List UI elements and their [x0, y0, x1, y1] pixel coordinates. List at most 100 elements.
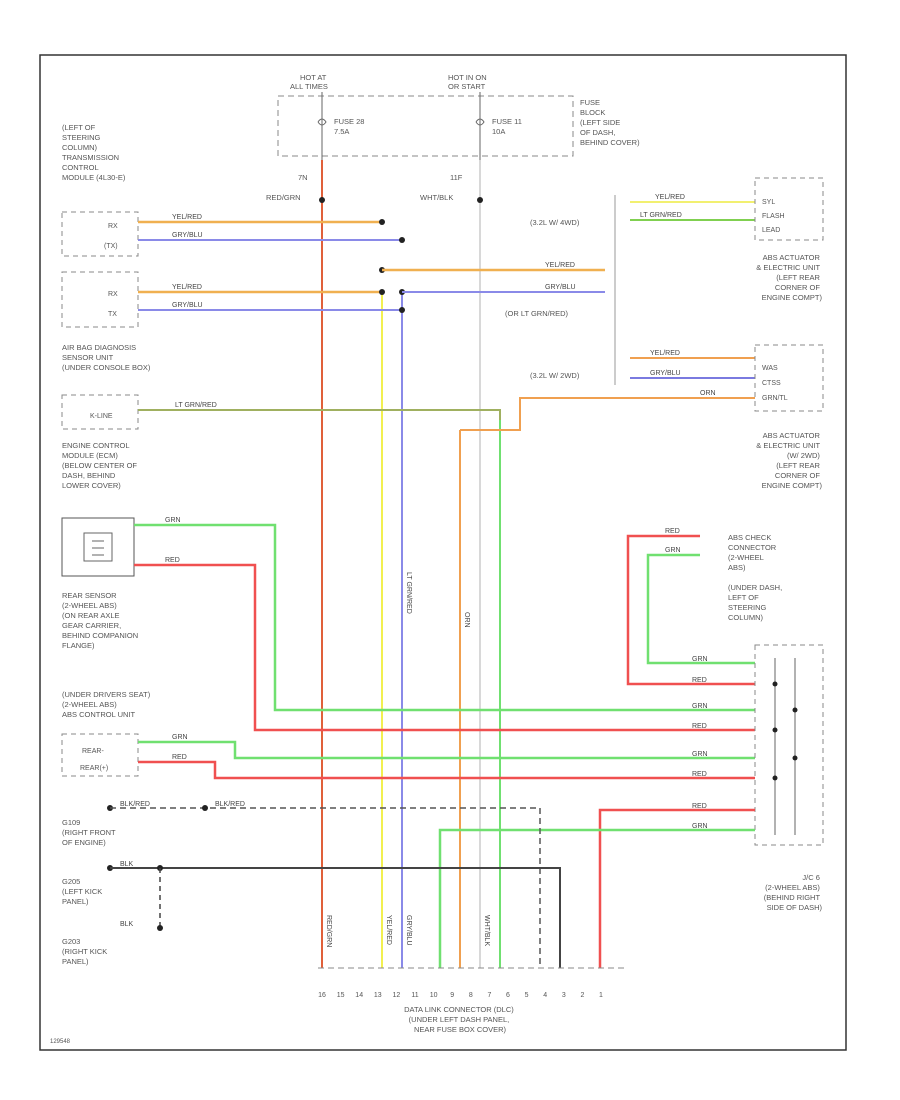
- dlc-wire-label-red-grn: RED/GRN: [325, 915, 332, 947]
- abs-actuator-4wd-label: ABS ACTUATOR & ELECTRIC UNIT (LEFT REAR …: [756, 253, 822, 302]
- g203-label: G203 (RIGHT KICK PANEL): [62, 937, 109, 966]
- dlc-pin-10: 10: [430, 992, 438, 999]
- actuator-2wd-pins: WAS CTSS GRN/TL: [762, 365, 788, 402]
- flash-connector: [754, 177, 824, 241]
- wire-jc-red-dlc: [598, 808, 755, 968]
- vertical-wires: [321, 160, 501, 968]
- jc6-dots: [772, 681, 798, 781]
- ecm-box: [61, 517, 135, 577]
- airbag-pin-kline: K-LINE: [90, 413, 113, 420]
- dlc-pin-13: 13: [374, 992, 382, 999]
- dlc-pin-8: 8: [469, 992, 473, 999]
- dlc-pin-1: 1: [599, 992, 603, 999]
- tcm2-connector: [61, 271, 139, 328]
- dlc-pin-12: 12: [393, 992, 401, 999]
- wire-label-act-yel-red: YEL/RED: [545, 262, 575, 269]
- wire-label-airbag-lt-grn: LT GRN/RED: [175, 402, 217, 409]
- wire-jc-grn-dlc: [438, 828, 755, 968]
- wire-label-g205: BLK: [120, 861, 134, 868]
- jc-label-grn-3: GRN: [692, 751, 708, 758]
- jc6-connector: [754, 644, 824, 846]
- fuse-block-location: FUSE BLOCK (LEFT SIDE OF DASH, BEHIND CO…: [580, 98, 640, 147]
- tcm2-pin-rx: RX: [108, 291, 118, 298]
- airbag-label: AIR BAG DIAGNOSIS SENSOR UNIT (UNDER CON…: [62, 343, 151, 372]
- jc-label-grn-4: GRN: [692, 823, 708, 830]
- dlc-pin-15: 15: [337, 992, 345, 999]
- tcm-label: (LEFT OF STEERING COLUMN) TRANSMISSION C…: [62, 123, 126, 182]
- wire-label-act-gry-blu: GRY/BLU: [545, 284, 576, 291]
- flash-pins: SYL FLASH LEAD: [762, 199, 787, 234]
- wire-label-tcm-gry-blu: GRY/BLU: [172, 232, 203, 239]
- left-fuse-pin: 7N: [298, 173, 308, 182]
- fuse-symbol-right: [475, 118, 485, 126]
- wire-label-tcm2-gry-blu: GRY/BLU: [172, 302, 203, 309]
- wire-label-flash-lt-grn: LT GRN/RED: [640, 212, 682, 219]
- g109-label: G109 (RIGHT FRONT OF ENGINE): [62, 818, 118, 847]
- dlc-pin-9: 9: [450, 992, 454, 999]
- wire-orn-actuator-dlc: [460, 397, 755, 431]
- rear-sensor-label: REAR SENSOR (2-WHEEL ABS) (ON REAR AXLE …: [62, 591, 140, 650]
- dlc-pin-7: 7: [487, 992, 491, 999]
- dlc-label: DATA LINK CONNECTOR (DLC) (UNDER LEFT DA…: [404, 1005, 516, 1034]
- wire-label-check-grn: GRN: [665, 547, 681, 554]
- dlc-pin-14: 14: [355, 992, 363, 999]
- tcm-connector: [61, 211, 139, 257]
- dlc-wire-label-yel-red: YEL/RED: [385, 915, 392, 945]
- cond-2wd-label: (3.2L W/ 2WD): [530, 371, 580, 380]
- footer-code: 129548: [50, 1039, 71, 1045]
- dlc-wire-label-wht-blk: WHT/BLK: [483, 915, 490, 946]
- fuse-right-label: FUSE 11 10A: [492, 117, 524, 136]
- wire-label-g203: BLK: [120, 921, 134, 928]
- wire-label-check-red: RED: [665, 528, 680, 535]
- abs-check-label: ABS CHECK CONNECTOR (2-WHEEL ABS) (UNDER…: [728, 533, 784, 622]
- jc-label-grn-2: GRN: [692, 703, 708, 710]
- wire-label-ecm-red: RED: [165, 557, 180, 564]
- wire-label-abs-red: RED: [172, 754, 187, 761]
- g205-label: G205 (LEFT KICK PANEL): [62, 877, 104, 906]
- tcm2-pin-tx: TX: [108, 311, 117, 318]
- wire-label-ecm-grn: GRN: [165, 517, 181, 524]
- abs-unit-label: (UNDER DRIVERS SEAT) (2-WHEEL ABS) ABS C…: [62, 690, 152, 719]
- right-fuse-pin: 11F: [450, 173, 463, 182]
- wire-abs-red: [138, 760, 755, 780]
- wire-label-2wd-yel-red: YEL/RED: [650, 350, 680, 357]
- fuse-block-outline: [277, 95, 574, 157]
- left-fuse-wire: RED/GRN: [266, 193, 301, 202]
- wire-label-g109: BLK/RED: [120, 801, 150, 808]
- dlc-wire-label-orn: ORN: [463, 612, 470, 628]
- dlc-pin-4: 4: [543, 992, 547, 999]
- ecm-connector-icon: [83, 532, 113, 562]
- tcm-pin-rx: RX: [108, 223, 118, 230]
- hot-at-label: HOT AT ALL TIMES: [290, 73, 328, 91]
- wire-ecm-grn: [134, 523, 755, 712]
- splice-dots: [319, 197, 483, 313]
- dlc-pin-6: 6: [506, 992, 510, 999]
- abs-pin-rear-plus: REAR(+): [80, 765, 108, 772]
- dlc-pin-5: 5: [525, 992, 529, 999]
- hot-in-on-label: HOT IN ON OR START: [448, 73, 489, 91]
- actuator-2wd-connector: [754, 344, 824, 412]
- dlc-pin-3: 3: [562, 992, 566, 999]
- wire-check-grn: [646, 553, 755, 665]
- fuse-left-label: FUSE 28 7.5A: [334, 117, 367, 136]
- wire-label-g109b: BLK/RED: [215, 801, 245, 808]
- dlc-pin-16: 16: [318, 992, 326, 999]
- jc6-label: J/C 6 (2-WHEEL ABS) (BEHIND RIGHT SIDE O…: [764, 873, 823, 912]
- wire-airbag-lt-grn: [138, 409, 501, 420]
- cond-4wd-label: (3.2L W/ 4WD): [530, 218, 580, 227]
- fuse-block: HOT AT ALL TIMES HOT IN ON OR START FUSE…: [266, 73, 640, 202]
- dlc-pin-11: 11: [411, 992, 418, 999]
- right-fuse-wire: WHT/BLK: [420, 193, 453, 202]
- wire-label-orn-actuator: ORN: [700, 390, 716, 397]
- tcm-pin-tx: (TX): [104, 243, 118, 250]
- wire-label-tcm-yel-red: YEL/RED: [172, 214, 202, 221]
- wire-label-2wd-gry-blu: GRY/BLU: [650, 370, 681, 377]
- jc-label-red-4: RED: [692, 803, 707, 810]
- wire-ecm-red: [134, 563, 755, 732]
- ecm-label: ENGINE CONTROL MODULE (ECM) (BELOW CENTE…: [62, 441, 139, 490]
- dlc-wire-label-lt-grn-red: LT GRN/RED: [405, 572, 412, 614]
- abs-actuator-2wd-label: ABS ACTUATOR & ELECTRIC UNIT (W/ 2WD) (L…: [756, 431, 822, 490]
- wire-label-flash-yel: YEL/RED: [655, 194, 685, 201]
- abs-unit-connector: [61, 733, 139, 777]
